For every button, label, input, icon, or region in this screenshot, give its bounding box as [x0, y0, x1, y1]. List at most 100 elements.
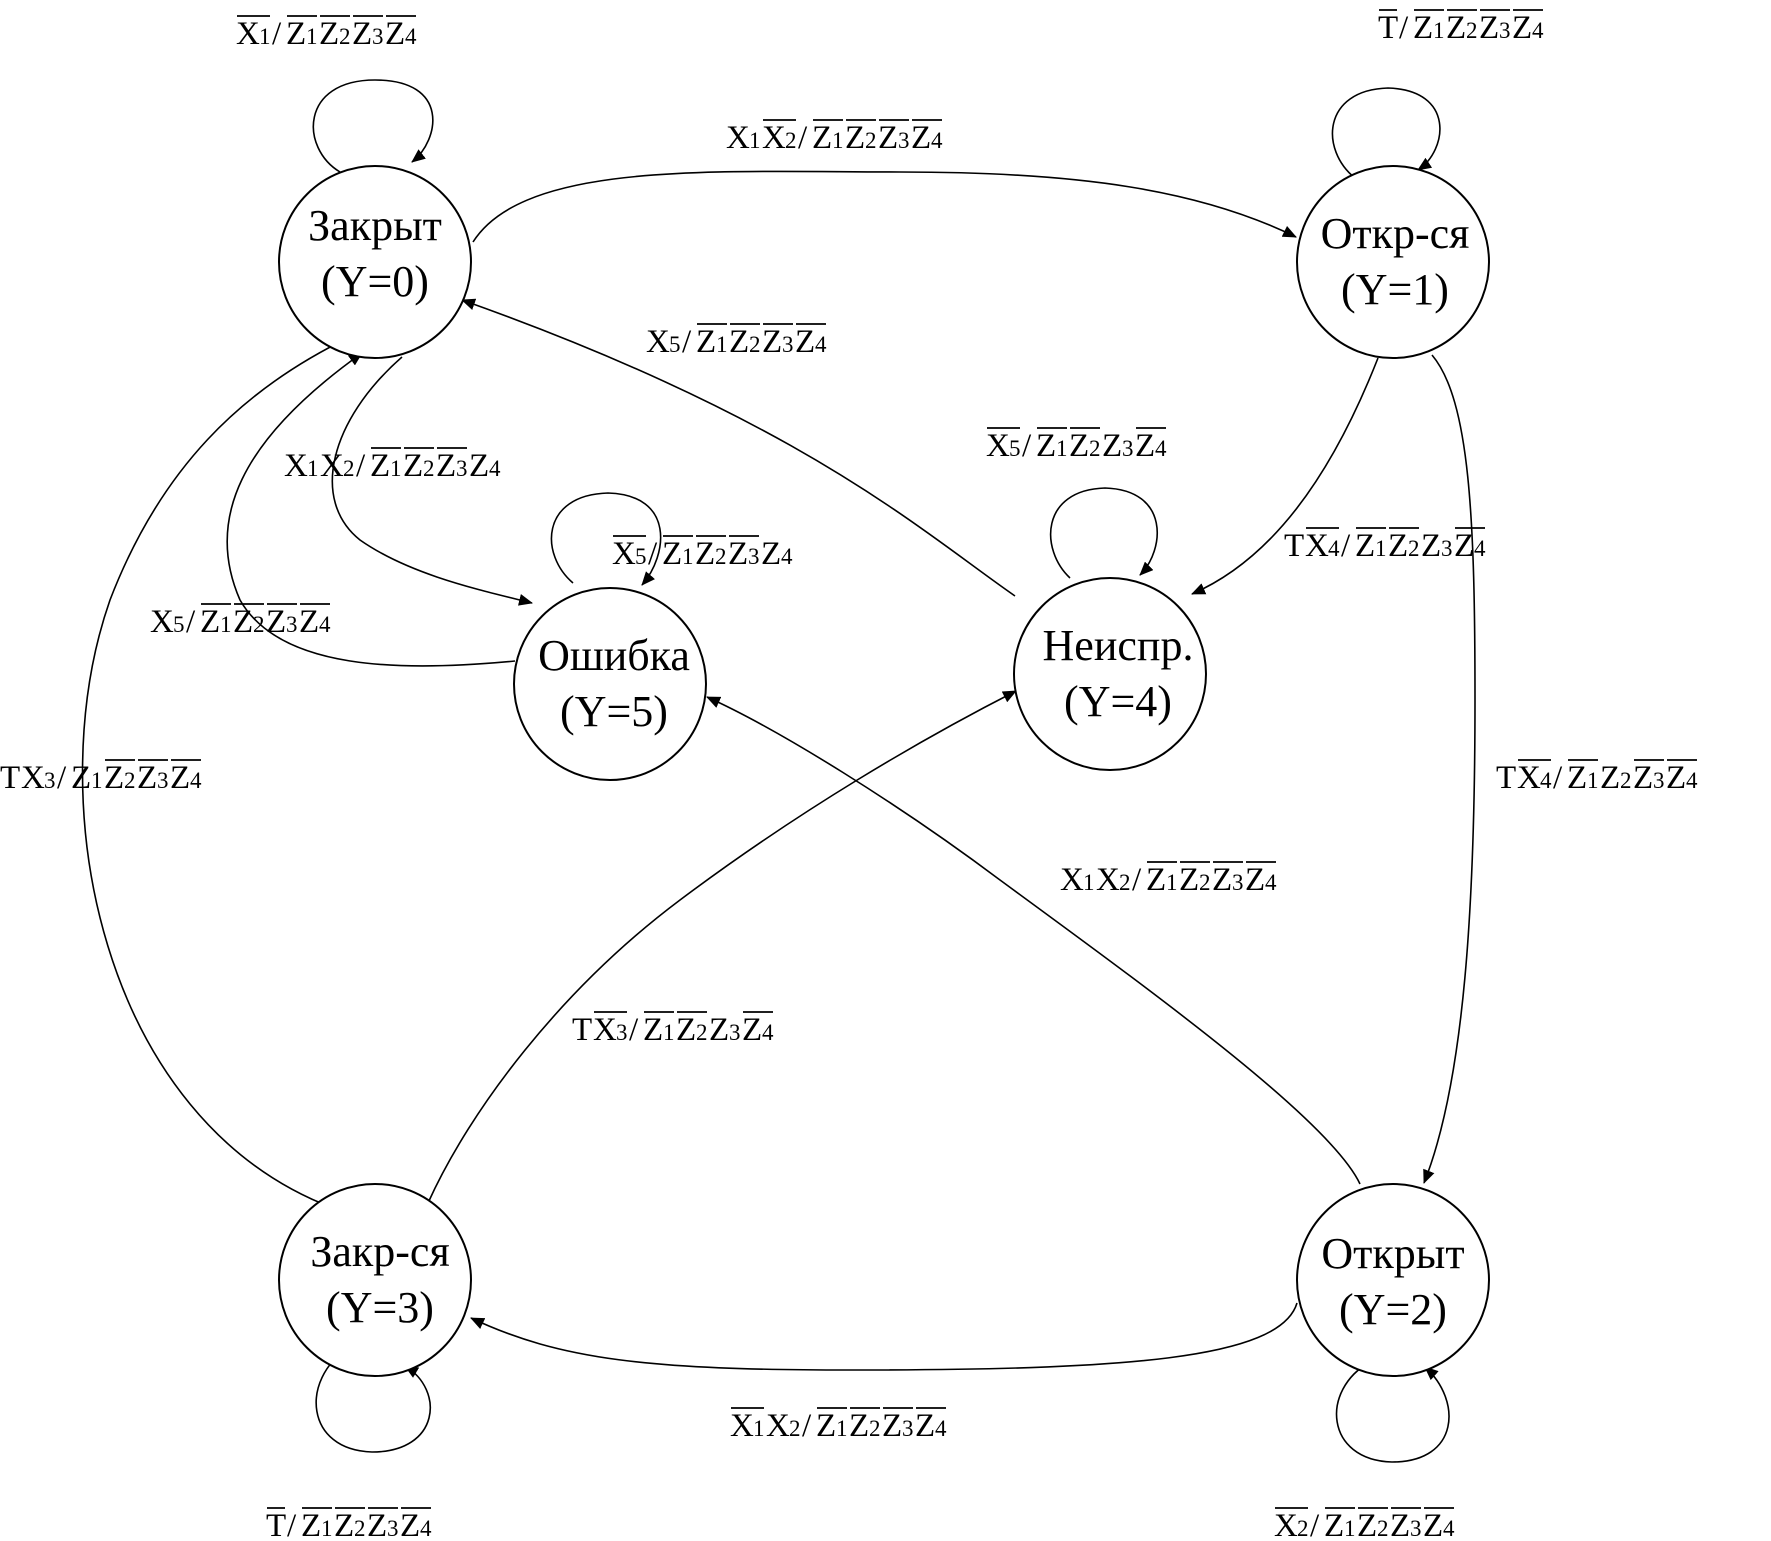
edge-s0-self [312, 79, 434, 173]
label-letter: Z [233, 604, 253, 640]
edge-s1-to-s4 [1191, 357, 1379, 595]
state-name: Неиспр. [1043, 621, 1194, 670]
label-subscript: 1 [1056, 436, 1068, 461]
label-subscript: 2 [1466, 18, 1478, 43]
label-subscript: 4 [190, 768, 202, 793]
state-code: (Y=5) [560, 687, 668, 736]
label-letter: Z [436, 448, 456, 484]
label-subscript: 3 [1410, 1516, 1422, 1541]
label-letter: Z [367, 1508, 387, 1541]
label-subscript: 4 [935, 1416, 947, 1441]
label-letter: X [986, 428, 1010, 464]
label-letter: X [1096, 862, 1120, 898]
state-closed: Закрыт (Y=0) [278, 165, 472, 359]
label-subscript: 1 [753, 1416, 765, 1441]
label-subscript: 1 [832, 128, 844, 153]
label-letter: Z [1666, 760, 1686, 796]
label-letter: Z [1421, 528, 1441, 564]
edge-s0-to-s1 [472, 170, 1297, 243]
label-letter: Z [1324, 1508, 1344, 1541]
label-letter: T [572, 1012, 592, 1048]
label-subscript: 4 [815, 332, 827, 357]
label-letter: Z [662, 536, 682, 572]
label-letter: Z [1102, 428, 1122, 464]
label-letter: Z [286, 16, 306, 52]
state-name: Откр-ся [1321, 209, 1470, 258]
label-subscript: 3 [456, 456, 468, 481]
label-letter: Z [1567, 760, 1587, 796]
label-letter: Z [911, 120, 931, 156]
label-letter: T [0, 760, 20, 796]
label-subscript: 3 [902, 1416, 914, 1441]
label-letter: Z [761, 536, 781, 572]
edge-s3-self [315, 1347, 432, 1453]
label-letter: Z [1135, 428, 1155, 464]
label-letter: Z [170, 760, 190, 796]
label-letter: / [1341, 528, 1351, 564]
label-letter: X [1305, 528, 1329, 564]
label-letter: Z [469, 448, 489, 484]
label-letter: Z [1357, 1508, 1377, 1541]
edge-s1-to-s2 [1423, 354, 1476, 1184]
edge-s3-to-s0 [81, 336, 351, 1209]
label-subscript: 3 [1122, 436, 1134, 461]
label-subscript: 1 [682, 544, 694, 569]
label-letter: / [629, 1012, 639, 1048]
label-letter: Z [643, 1012, 663, 1048]
label-letter: X [766, 1408, 790, 1444]
label-subscript: 1 [321, 1516, 333, 1541]
label-letter: Z [1413, 10, 1433, 46]
label-subscript: 3 [898, 128, 910, 153]
label-subscript: 2 [789, 1416, 801, 1441]
label-subscript: 2 [1089, 436, 1101, 461]
label-subscript: 2 [343, 456, 355, 481]
state-error: Ошибка (Y=5) [513, 587, 707, 781]
label-letter: X [612, 536, 636, 572]
label-letter: Z [1179, 862, 1199, 898]
label-subscript: 4 [1686, 768, 1698, 793]
label-subscript: 5 [173, 612, 185, 637]
label-subscript: 4 [781, 544, 793, 569]
label-subscript: 2 [865, 128, 877, 153]
label-subscript: 1 [1083, 870, 1095, 895]
label-subscript: 2 [1297, 1516, 1309, 1541]
state-closing: Закр-ся (Y=3) [278, 1183, 472, 1377]
label-subscript: 3 [372, 24, 384, 49]
label-letter: Z [104, 760, 124, 796]
label-letter: Z [1388, 528, 1408, 564]
label-letter: Z [1446, 10, 1466, 46]
edge-s5-self [550, 492, 662, 586]
label-letter: Z [878, 120, 898, 156]
label-subscript: 2 [1620, 768, 1632, 793]
label-letter: Z [915, 1408, 935, 1444]
label-letter: X [762, 120, 786, 156]
label-letter: X [1060, 862, 1084, 898]
label-subscript: 4 [1328, 536, 1340, 561]
label-subscript: 3 [44, 768, 56, 793]
label-subscript: 5 [1009, 436, 1021, 461]
label-subscript: 1 [836, 1416, 848, 1441]
label-subscript: 1 [1433, 18, 1445, 43]
label-letter: / [1399, 10, 1409, 46]
label-subscript: 2 [869, 1416, 881, 1441]
state-fault: Неиспр. (Y=4) [1013, 577, 1207, 771]
transitions [81, 79, 1476, 1463]
label-letter: Z [1036, 428, 1056, 464]
label-subscript: 3 [1441, 536, 1453, 561]
label-subscript: 4 [405, 24, 417, 49]
label-letter: Z [795, 324, 815, 360]
label-letter: Z [1479, 10, 1499, 46]
label-letter: X [593, 1012, 617, 1048]
label-letter: Z [1212, 862, 1232, 898]
label-letter: Z [845, 120, 865, 156]
label-letter: X [726, 120, 750, 156]
label-subscript: 2 [423, 456, 435, 481]
label-subscript: 3 [616, 1020, 628, 1045]
label-letter: / [648, 536, 658, 572]
label-subscript: 3 [1232, 870, 1244, 895]
